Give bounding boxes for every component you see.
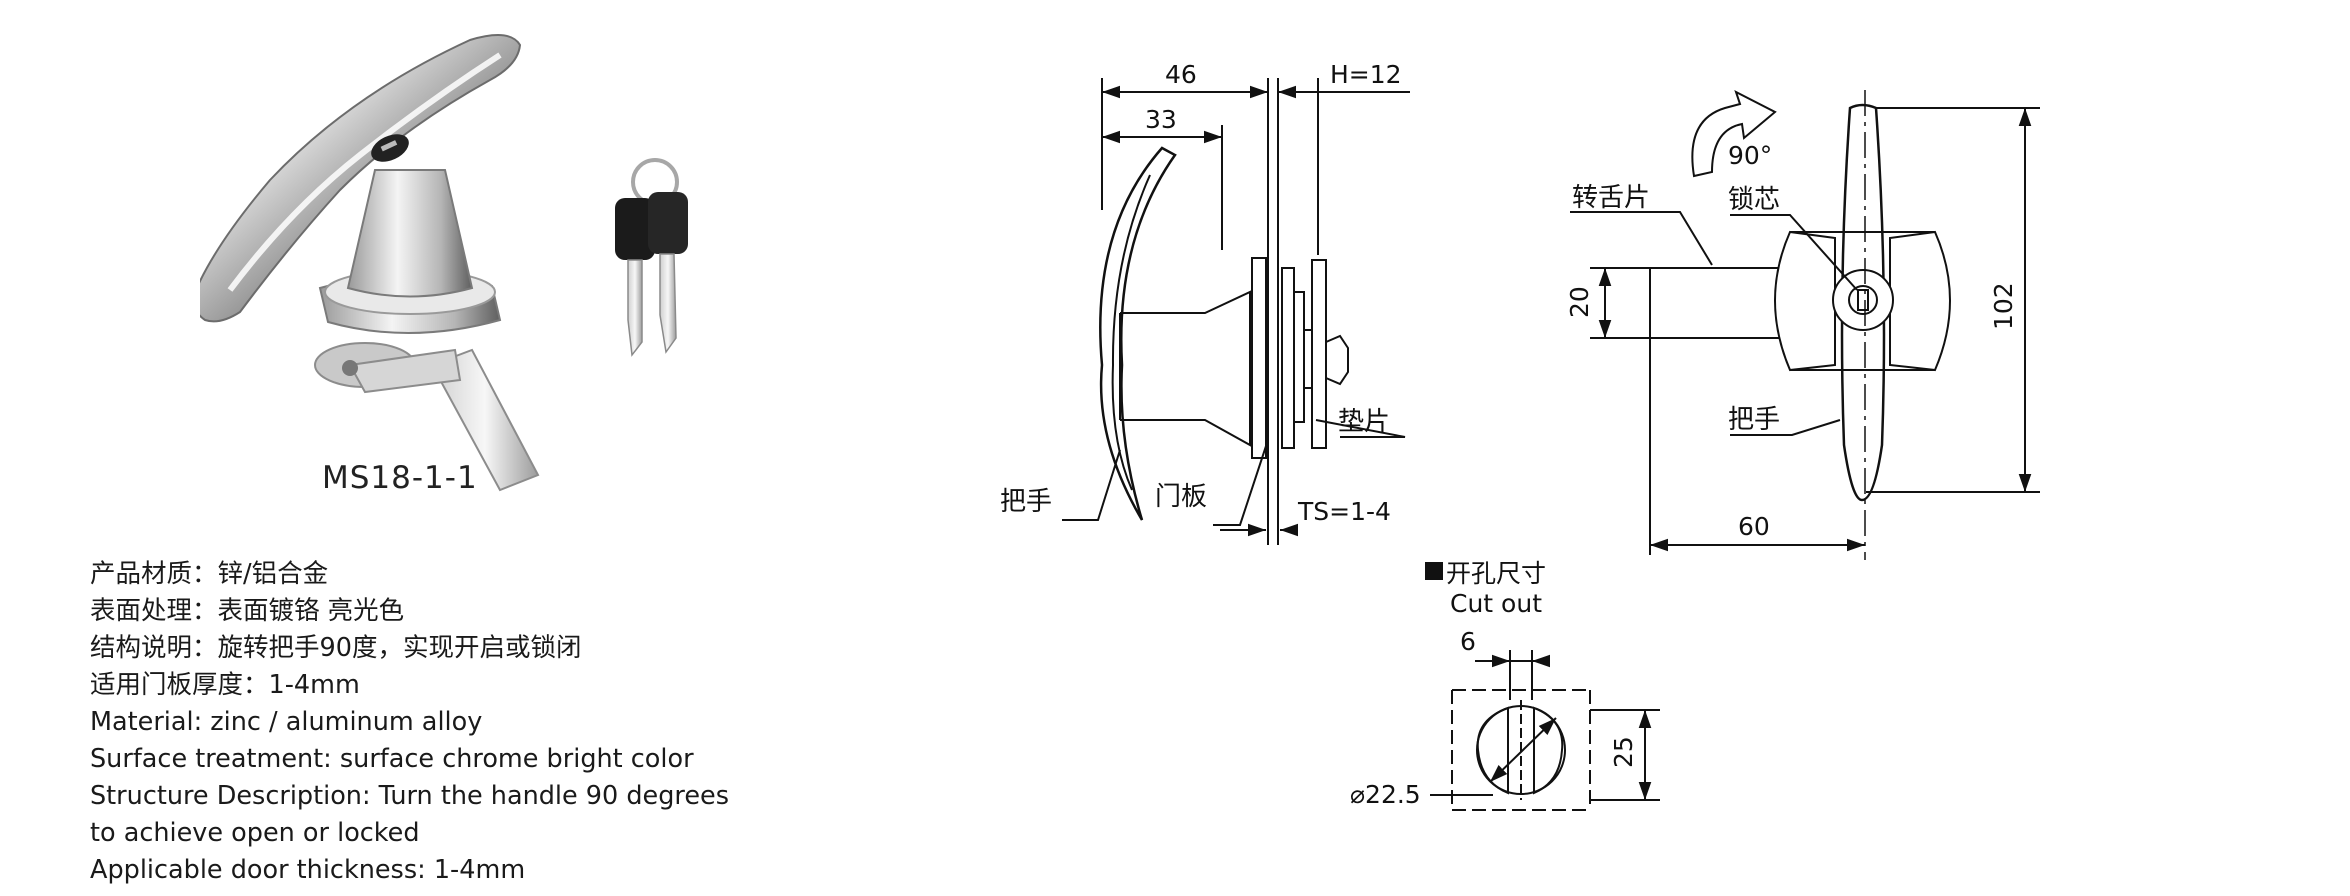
dim-102: 102	[1989, 282, 2018, 330]
side-view	[1062, 78, 1410, 545]
spec-line: Surface treatment: surface chrome bright…	[90, 744, 694, 774]
cutout-view	[1425, 562, 1660, 811]
label-handle-side: 把手	[1000, 487, 1052, 517]
spec-line: 适用门板厚度：1-4mm	[90, 670, 360, 700]
dim-25: 25	[1609, 736, 1638, 768]
spec-line: 表面处理：表面镀铬 亮光色	[90, 596, 405, 626]
rotation-arrow-icon	[1691, 89, 1777, 178]
dim-46: 46	[1165, 60, 1197, 89]
dim-6: 6	[1460, 627, 1476, 656]
label-tongue: 转舌片	[1572, 183, 1650, 213]
dim-diameter: ⌀22.5	[1350, 780, 1421, 809]
label-handle-front: 把手	[1728, 405, 1780, 435]
spec-line: to achieve open or locked	[90, 818, 420, 848]
product-photo	[200, 34, 688, 492]
model-number: MS18-1-1	[322, 460, 478, 496]
dim-20: 20	[1565, 286, 1594, 318]
latch-tongue-icon	[314, 342, 540, 492]
spec-line: 结构说明：旋转把手90度，实现开启或锁闭	[90, 633, 582, 663]
dim-60: 60	[1738, 512, 1770, 541]
cutout-square-icon	[1425, 562, 1443, 580]
label-washer: 垫片	[1338, 407, 1390, 437]
cutout-title-cn: 开孔尺寸	[1446, 559, 1546, 588]
t-handle-icon	[200, 34, 522, 323]
label-core: 锁芯	[1728, 185, 1780, 215]
label-rotation: 90°	[1728, 141, 1772, 170]
dim-ts: TS=1-4	[1297, 497, 1391, 526]
cutout-labels: 开孔尺寸 Cut out 6 25 ⌀22.5	[1350, 559, 1638, 809]
spec-line: Structure Description: Turn the handle 9…	[90, 781, 729, 811]
front-view	[1570, 89, 2040, 560]
dim-h12: H=12	[1330, 60, 1402, 89]
cone-body-icon	[346, 169, 474, 298]
spec-line: Applicable door thickness: 1-4mm	[90, 855, 526, 885]
dim-33: 33	[1145, 105, 1177, 134]
spec-list: 产品材质：锌/铝合金 表面处理：表面镀铬 亮光色 结构说明：旋转把手90度，实现…	[90, 556, 729, 889]
keys-icon	[615, 158, 688, 357]
spec-line: 产品材质：锌/铝合金	[90, 559, 329, 589]
label-door: 门板	[1155, 482, 1207, 512]
front-view-labels: 90° 转舌片 锁芯 把手 20 102 60	[1565, 141, 2018, 541]
side-view-labels: 46 33 H=12 TS=1-4 把手 门板 垫片	[1000, 60, 1402, 526]
cutout-title-en: Cut out	[1450, 589, 1542, 618]
spec-line: Material: zinc / aluminum alloy	[90, 707, 483, 737]
